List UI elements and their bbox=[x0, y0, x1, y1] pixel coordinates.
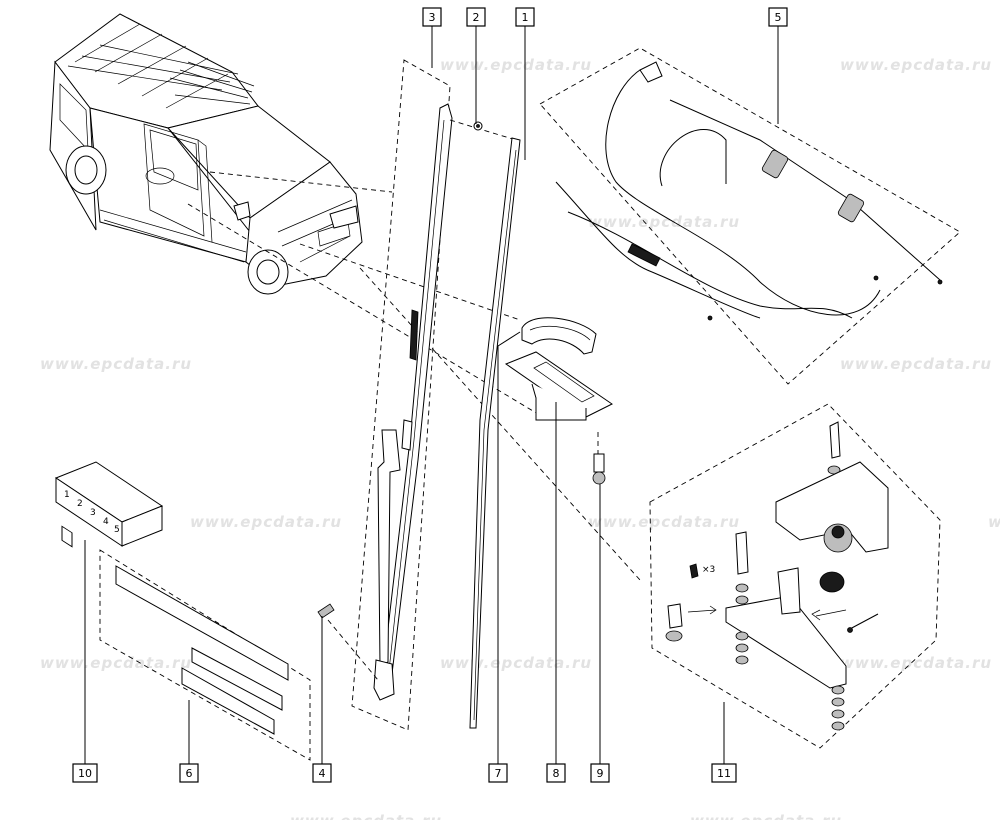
callout-1: 1 bbox=[515, 7, 535, 27]
callout-label: 3 bbox=[429, 11, 436, 24]
grab-handle bbox=[521, 317, 597, 355]
sticker-set bbox=[99, 549, 311, 761]
callout-8: 8 bbox=[546, 763, 566, 783]
callout-label: 10 bbox=[78, 767, 92, 780]
callout-label: 11 bbox=[717, 767, 731, 780]
rail-assembly bbox=[351, 59, 453, 731]
clip bbox=[317, 603, 379, 681]
callout-label: 2 bbox=[473, 11, 480, 24]
watermark: www.epcdata.ru bbox=[840, 56, 992, 74]
callout-label: 4 bbox=[319, 767, 326, 780]
callout-11: 11 bbox=[711, 763, 737, 783]
watermark: www.epcdata.ru bbox=[690, 812, 842, 820]
digit-cell-1: 1 bbox=[64, 490, 70, 500]
watermark: www.epcdata.ru bbox=[840, 654, 992, 672]
watermark: www.epcdata.ru bbox=[40, 654, 192, 672]
digit-cell-3: 3 bbox=[90, 508, 96, 518]
label-box: 1 2 3 4 5 bbox=[54, 461, 164, 548]
callout-9: 9 bbox=[590, 763, 610, 783]
screw bbox=[592, 432, 606, 485]
digit-cells: 1 2 3 4 5 bbox=[61, 490, 120, 548]
callout-leaders bbox=[84, 26, 779, 764]
callout-label: 5 bbox=[775, 11, 782, 24]
leader-lines bbox=[187, 171, 641, 581]
digit-cell-5: 5 bbox=[114, 525, 120, 535]
fastener bbox=[473, 121, 483, 131]
watermark: www.epcdata.ru bbox=[40, 355, 192, 373]
callout-3: 3 bbox=[422, 7, 442, 27]
callout-5: 5 bbox=[768, 7, 788, 27]
watermark: www.epcdata.ru bbox=[840, 355, 992, 373]
cable-set bbox=[539, 47, 961, 385]
hinge-mechanism: ×3 bbox=[649, 403, 941, 749]
quantity-note: ×3 bbox=[702, 565, 715, 575]
watermark: www.epcdata.ru bbox=[440, 56, 592, 74]
callout-10: 10 bbox=[72, 763, 98, 783]
watermark: www.epcdata.ru bbox=[988, 513, 1000, 531]
callout-label: 6 bbox=[186, 767, 193, 780]
digit-cell-4: 4 bbox=[103, 517, 109, 527]
callout-7: 7 bbox=[488, 763, 508, 783]
watermark: www.epcdata.ru bbox=[440, 654, 592, 672]
callout-label: 9 bbox=[597, 767, 604, 780]
watermark: www.epcdata.ru bbox=[588, 213, 740, 231]
watermark: www.epcdata.ru bbox=[190, 513, 342, 531]
van-illustration bbox=[49, 13, 363, 295]
callout-label: 1 bbox=[522, 11, 529, 24]
callout-6: 6 bbox=[179, 763, 199, 783]
callout-4: 4 bbox=[312, 763, 332, 783]
callout-label: 8 bbox=[553, 767, 560, 780]
seal-strip bbox=[449, 119, 521, 729]
digit-cell-2: 2 bbox=[77, 499, 83, 509]
mounting-plate bbox=[504, 351, 613, 421]
watermarks: www.epcdata.ru www.epcdata.ru www.epcdat… bbox=[40, 56, 1000, 820]
callout-2: 2 bbox=[466, 7, 486, 27]
watermark: www.epcdata.ru bbox=[588, 513, 740, 531]
watermark: www.epcdata.ru bbox=[290, 812, 442, 820]
callout-label: 7 bbox=[495, 767, 502, 780]
